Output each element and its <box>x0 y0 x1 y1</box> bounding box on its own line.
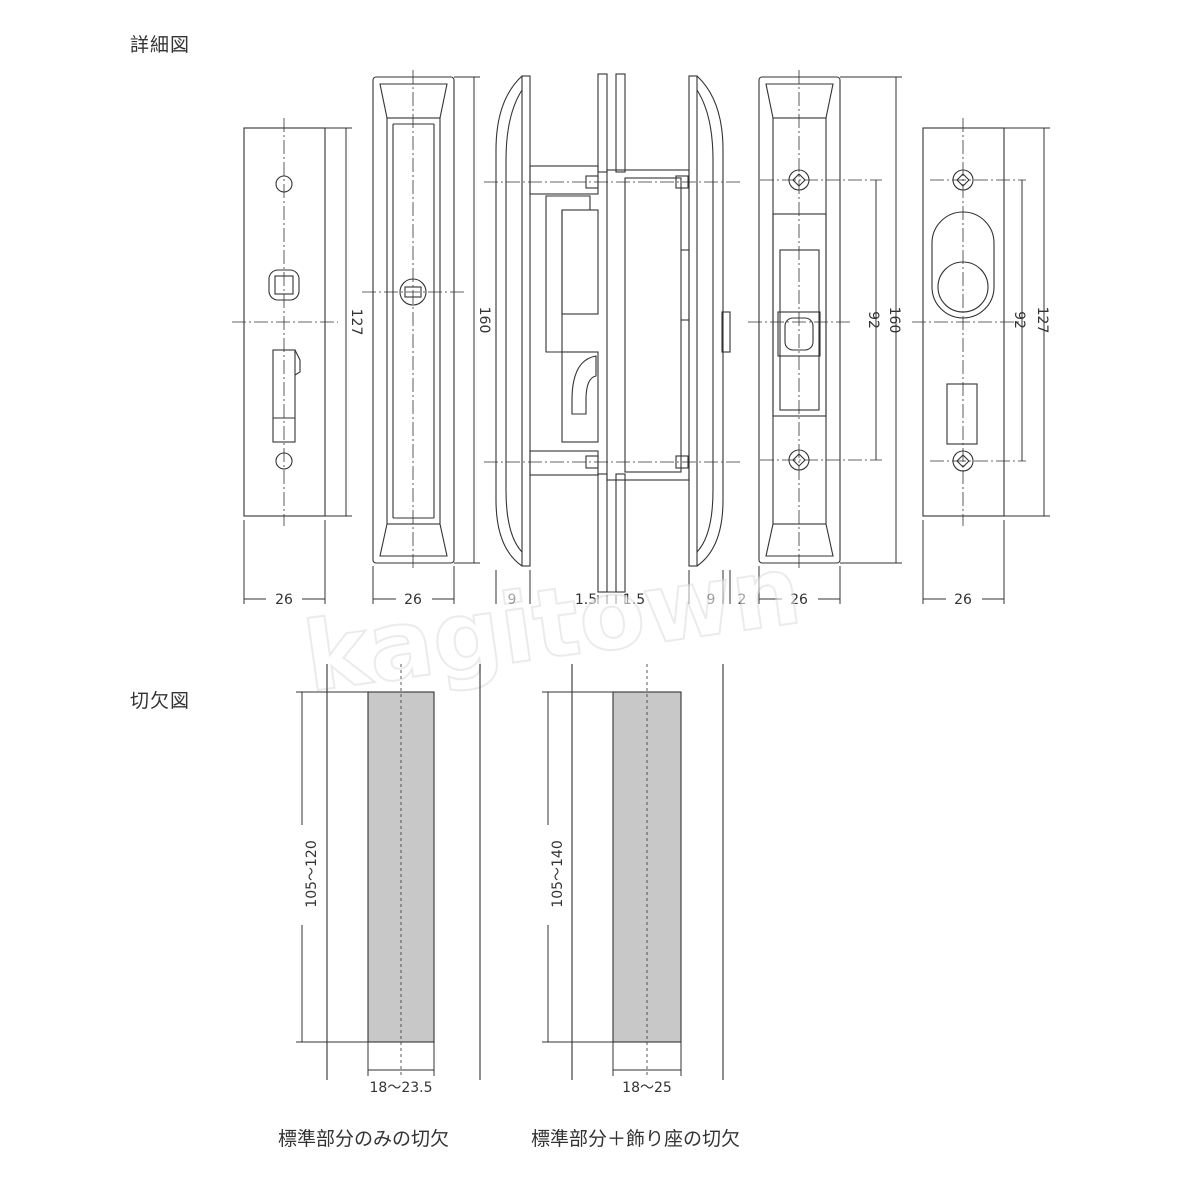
cutout-b-width-label: 18～25 <box>622 1080 672 1096</box>
cutout-diagram-b: 105～140 18～25 <box>542 664 724 1096</box>
side-width-label-15b: 1.5 <box>623 592 645 608</box>
body-height-label-a: 160 <box>476 307 492 334</box>
side-section-view: 9 1.5 1.5 9 2 <box>484 73 747 608</box>
handle-body-view: 160 26 <box>362 70 492 608</box>
screw-hole-bottom <box>275 452 293 470</box>
plate-height-label-a: 127 <box>348 309 364 336</box>
cylinder-opening <box>931 211 995 319</box>
detail-drawing-heading: 詳細図 <box>130 34 191 56</box>
pitch-label-b: 92 <box>1011 311 1027 329</box>
plate-height-label-b: 127 <box>1034 307 1050 334</box>
cutout-a-width-label: 18～23.5 <box>370 1080 433 1096</box>
side-width-label-9b: 9 <box>707 592 716 608</box>
screw-head-bottom <box>788 449 810 471</box>
key-cylinder <box>399 278 427 306</box>
plate-screw-top <box>952 169 974 191</box>
cutout-drawing-heading: 切欠図 <box>130 690 191 712</box>
plate-width-label-b: 26 <box>954 592 972 608</box>
body-width-label-a: 26 <box>404 592 422 608</box>
front-plate-view: 127 26 <box>232 118 364 608</box>
side-width-label-2: 2 <box>738 592 747 608</box>
side-width-label-9a: 9 <box>508 592 517 608</box>
back-body-view: 92 160 26 <box>748 70 902 608</box>
screw-head-top <box>788 169 810 191</box>
body-width-label-b: 26 <box>790 592 808 608</box>
back-plate-view: 92 127 26 <box>912 118 1050 608</box>
cutout-diagram-a: 105～120 18～23.5 <box>296 664 481 1096</box>
pitch-label-a: 92 <box>865 311 881 329</box>
cutout-b-caption: 標準部分＋飾り座の切欠 <box>531 1128 741 1150</box>
side-width-label-15a: 1.5 <box>575 592 597 608</box>
plate-width-label-a: 26 <box>275 592 293 608</box>
cutout-a-height-label: 105～120 <box>304 840 320 907</box>
watermark: kagitown <box>297 534 807 714</box>
plate-screw-bottom <box>952 450 974 472</box>
cutout-b-height-label: 105～140 <box>550 840 566 907</box>
cutout-a-caption: 標準部分のみの切欠 <box>278 1128 450 1150</box>
body-height-label-b: 160 <box>886 307 902 334</box>
screw-hole-top <box>275 175 293 193</box>
